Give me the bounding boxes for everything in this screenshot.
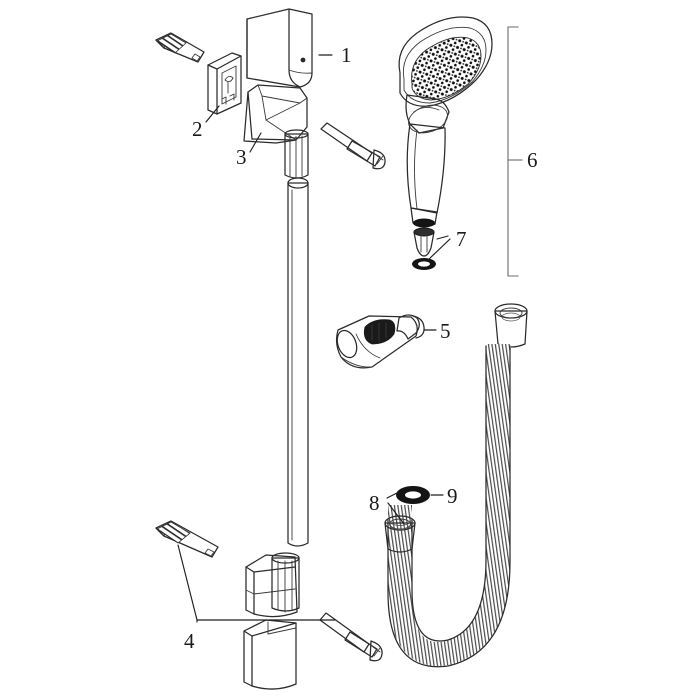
callout-number-2: 2 bbox=[192, 117, 203, 141]
part-lower-rail-bracket bbox=[245, 552, 300, 618]
part-seal-ring-7 bbox=[412, 258, 436, 270]
part-filter-insert bbox=[413, 227, 435, 257]
part-wall-plug-top bbox=[155, 32, 205, 63]
callout-number-5: 5 bbox=[440, 319, 451, 343]
callout-bracket-6 bbox=[507, 26, 523, 277]
callout-leader-2 bbox=[205, 105, 220, 123]
part-shower-hose bbox=[387, 303, 528, 668]
part-shower-holder bbox=[335, 314, 425, 369]
callout-number-6: 6 bbox=[527, 148, 538, 172]
callout-leader-3 bbox=[249, 132, 262, 153]
callout-number-3: 3 bbox=[236, 145, 247, 169]
callout-number-4: 4 bbox=[184, 629, 195, 653]
callout-leader-4 bbox=[177, 544, 336, 623]
callout-leader-8 bbox=[386, 492, 405, 525]
part-rail-holder-lever bbox=[243, 84, 309, 179]
part-wall-plug-bottom bbox=[155, 520, 219, 558]
callout-number-8: 8 bbox=[369, 491, 380, 515]
callout-leader-7 bbox=[427, 235, 451, 261]
part-shower-rail bbox=[287, 177, 309, 547]
part-screw-top bbox=[320, 122, 386, 170]
part-hand-shower bbox=[398, 16, 493, 228]
part-screw-bottom bbox=[319, 612, 383, 662]
callout-number-1: 1 bbox=[341, 43, 352, 67]
part-wall-plate bbox=[207, 52, 242, 115]
callout-number-7: 7 bbox=[456, 227, 467, 251]
callout-number-9: 9 bbox=[447, 484, 458, 508]
part-cover-cap-top bbox=[246, 8, 313, 88]
part-cover-cap-bottom bbox=[243, 619, 297, 690]
part-seal-ring-9 bbox=[396, 486, 430, 504]
